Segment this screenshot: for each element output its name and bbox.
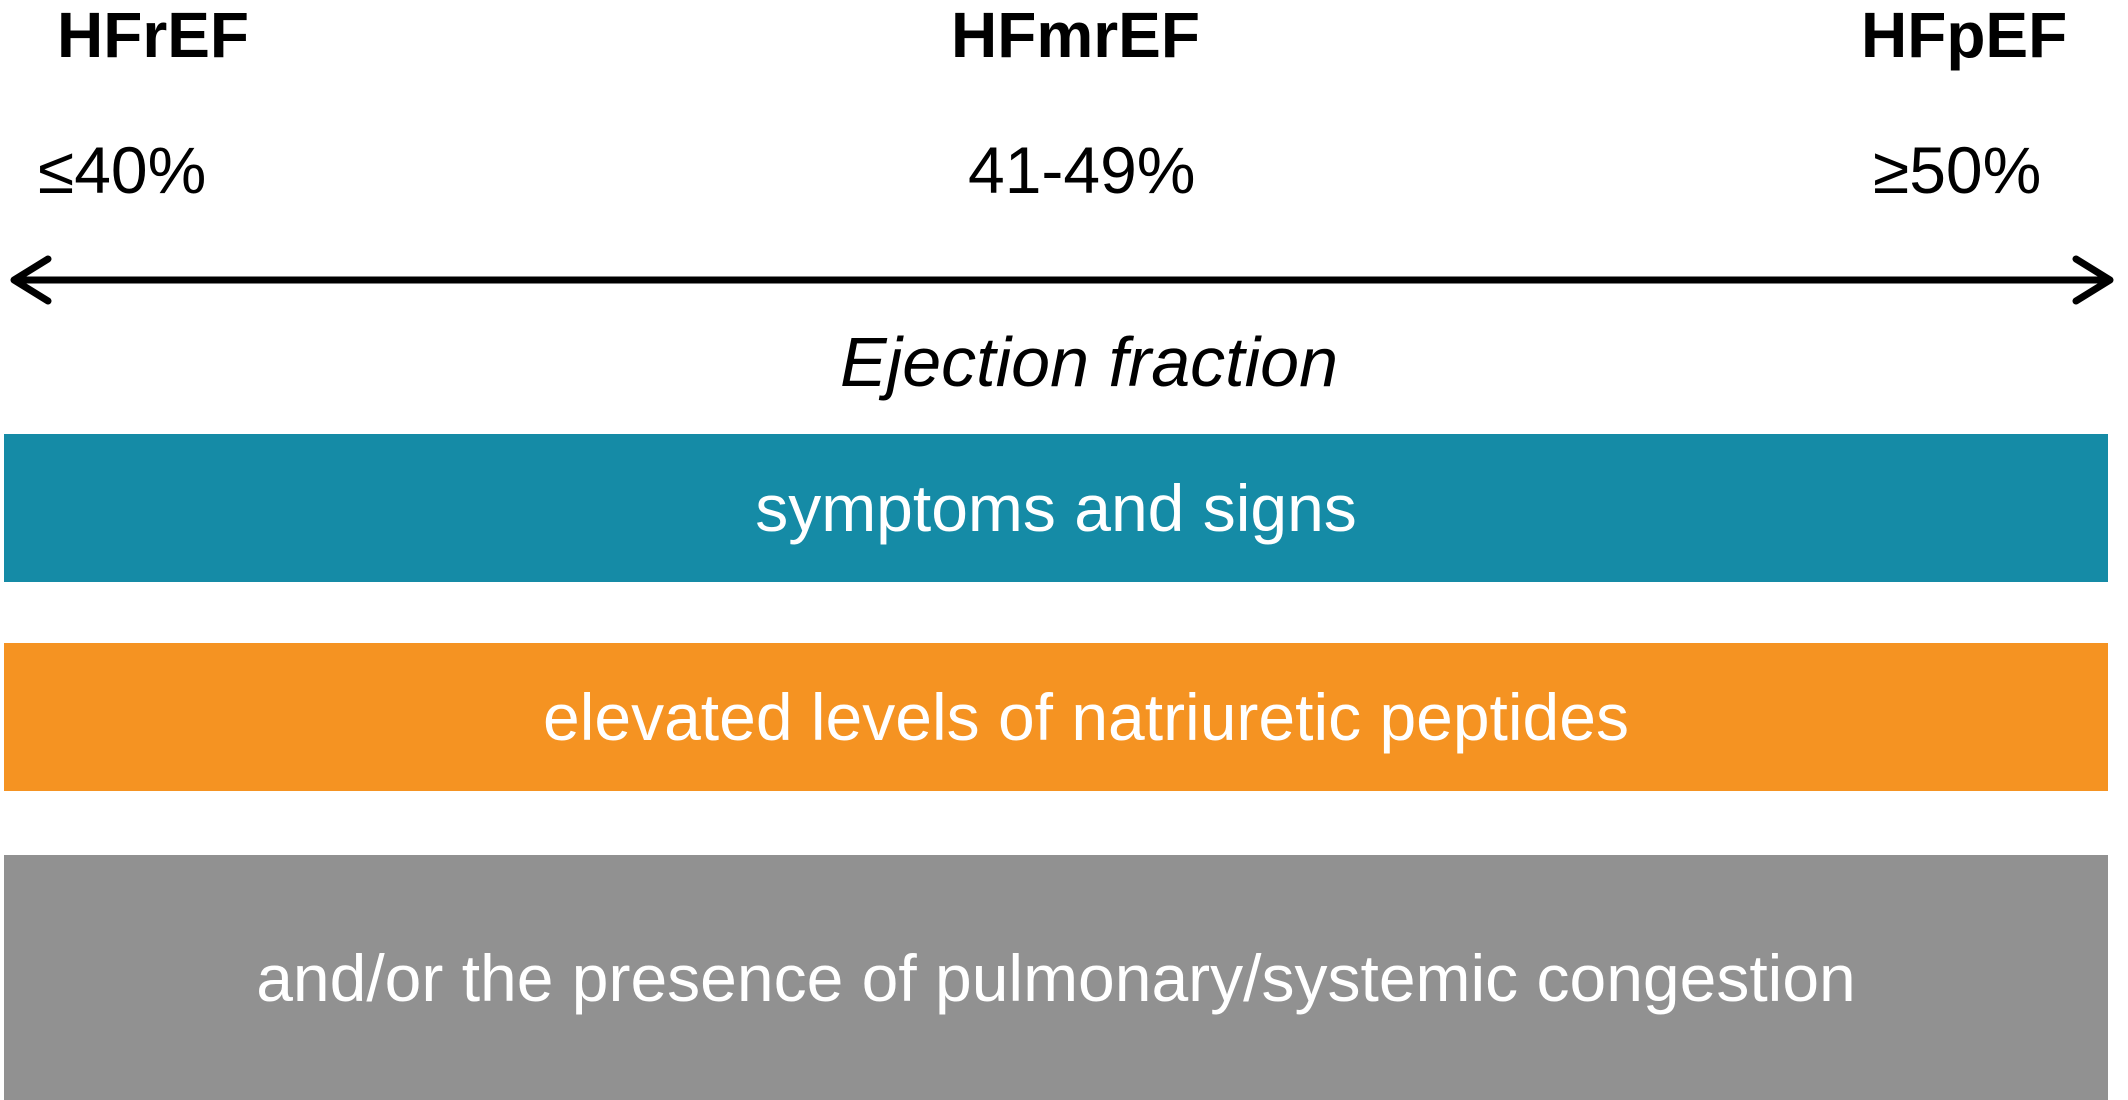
left-arrowhead-icon	[10, 255, 52, 305]
right-arrowhead-icon	[2072, 255, 2114, 305]
category-name-hfpef: HFpEF	[1861, 0, 2068, 71]
band-natriuretic-peptides: elevated levels of natriuretic peptides	[4, 643, 2108, 791]
category-range-hfpef: ≥50%	[1873, 133, 2042, 207]
category-range-hfref: ≤40%	[38, 133, 207, 207]
double-arrow-axis	[10, 255, 2114, 305]
category-name-hfref: HFrEF	[57, 0, 249, 71]
band-symptoms: symptoms and signs	[4, 434, 2108, 582]
category-name-hfmref: HFmrEF	[951, 0, 1200, 71]
category-range-hfmref: 41-49%	[968, 133, 1196, 207]
axis-label: Ejection fraction	[839, 323, 1339, 401]
band-congestion: and/or the presence of pulmonary/systemi…	[4, 855, 2108, 1100]
